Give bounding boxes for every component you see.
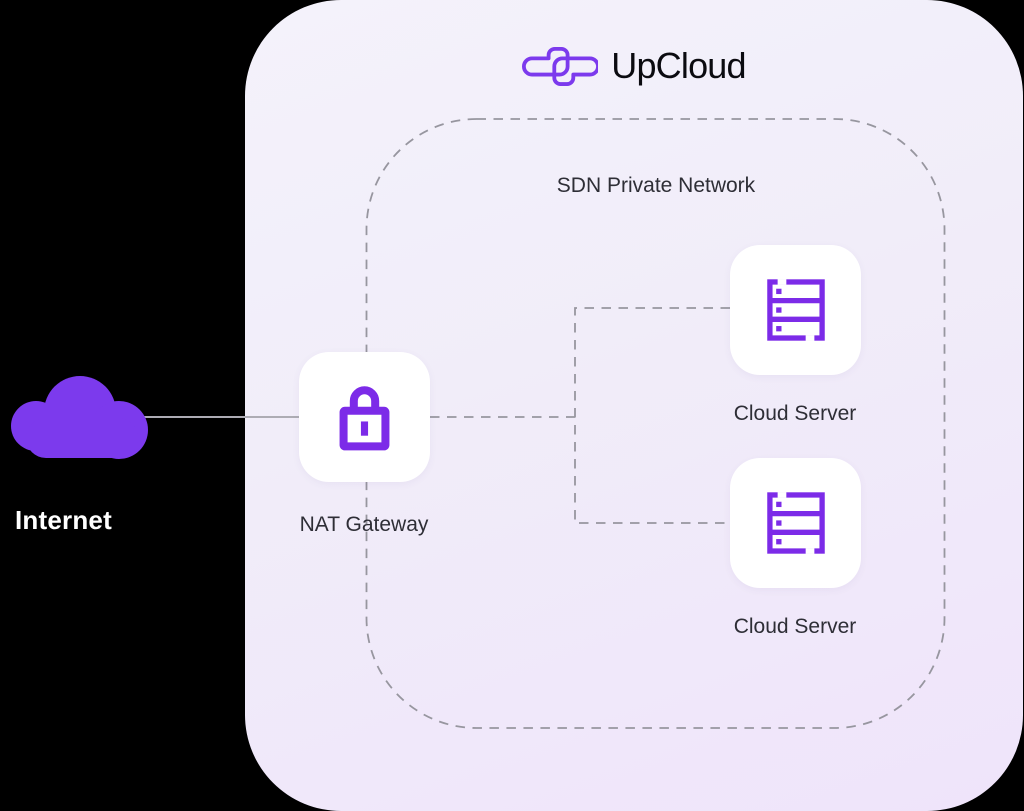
server-icon <box>766 279 825 341</box>
nat-gateway-label: NAT Gateway <box>299 513 429 536</box>
upcloud-mark-icon <box>522 47 599 86</box>
nat-gateway-node <box>299 352 430 482</box>
cloud-server-2-label: Cloud Server <box>733 615 857 638</box>
cloud-icon <box>11 376 148 459</box>
upcloud-logo-text: UpCloud <box>611 45 746 86</box>
cloud-server-2-node <box>730 458 861 588</box>
lock-icon <box>339 386 390 451</box>
upcloud-logo: UpCloud <box>245 42 1023 90</box>
cloud-server-1-node <box>730 245 861 375</box>
internet-label: Internet <box>15 505 112 535</box>
server-icon <box>766 492 825 554</box>
sdn-network-label: SDN Private Network <box>556 174 756 197</box>
internet-node <box>6 374 148 460</box>
cloud-server-1-label: Cloud Server <box>733 402 857 425</box>
